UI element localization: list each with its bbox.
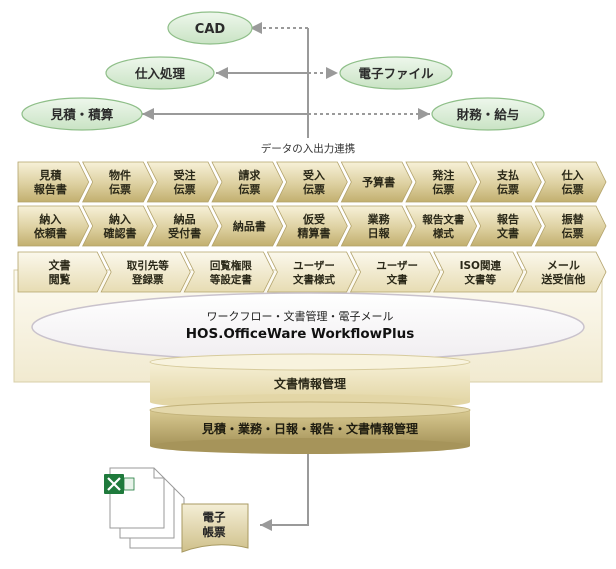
chevron-1-6-line-1: 予算書 [362, 175, 395, 189]
chevron-2-4-line-1: 納品書 [233, 219, 266, 233]
chevron-2-2-line-1: 納入 [109, 212, 131, 226]
chevron-3-5-line-2: 文書 [386, 273, 408, 286]
node-purchase-label: 仕入処理 [134, 66, 186, 81]
node-finance: 財務・給与 [431, 97, 545, 131]
chevron-1-1-line-1: 見積 [38, 168, 62, 182]
chevron-1-5-line-1: 受入 [303, 168, 325, 182]
excel-icon [104, 474, 135, 494]
node-finance-label: 財務・給与 [456, 107, 520, 122]
node-estimate: 見積・積算 [21, 97, 143, 131]
chevron-1-6: 予算書 [340, 161, 413, 203]
chevron-1-3-line-1: 受注 [174, 168, 196, 182]
chevron-2-7-line-1: 報告文書 [422, 213, 464, 226]
electronic-form-label-line2: 帳票 [203, 525, 226, 539]
chevron-1-7-line-2: 伝票 [432, 182, 454, 196]
chevron-2-5-line-1: 仮受 [302, 212, 325, 226]
chevron-2-5-line-2: 精算書 [298, 226, 331, 240]
chevron-2-6-line-1: 業務 [367, 212, 391, 226]
chevron-2-8-line-2: 文書 [497, 226, 519, 240]
connector-lines [142, 22, 430, 531]
chevron-1-4-line-1: 請求 [238, 168, 261, 182]
chevron-3-6-line-1: ISO関連 [460, 259, 502, 272]
chevron-2-6-line-2: 日報 [368, 226, 391, 240]
chevron-1-2-line-1: 物件 [109, 168, 131, 182]
chevron-2-7-line-2: 様式 [433, 227, 454, 240]
chevron-3-4-line-1: ユーザー [293, 260, 335, 272]
chevron-1-1-line-2: 報告書 [34, 182, 67, 196]
chevron-1-8-line-1: 支払 [496, 168, 519, 182]
chevron-3-3-line-2: 等設定書 [209, 273, 252, 286]
chevron-2-3-line-1: 納品 [174, 212, 196, 226]
chevron-3-4-line-2: 文書様式 [292, 273, 335, 286]
chevron-2-1-line-1: 納入 [39, 212, 61, 226]
chevron-2-8: 報告文書 [470, 205, 542, 247]
db-business-info: 見積・業務・日報・報告・文書情報管理 [149, 401, 471, 454]
chevron-3-7-line-1: メール [547, 259, 580, 272]
chevron-3-1-line-2: 閲覧 [49, 272, 71, 286]
io-label: データの入出力連携 [261, 142, 356, 155]
workflow-subtitle: ワークフロー・文書管理・電子メール [207, 309, 394, 323]
chevron-3-3-line-1: 回覧権限 [210, 259, 252, 272]
document-stack-icon [109, 467, 185, 549]
chevron-2-1-line-2: 依頼書 [34, 226, 67, 240]
workflow-hub: ワークフロー・文書管理・電子メール HOS.OfficeWare Workflo… [31, 292, 585, 362]
chevron-2-3-line-2: 受付書 [168, 226, 201, 240]
chevron-3-7-line-2: 送受信他 [540, 272, 585, 286]
chevron-2-2-line-2: 確認書 [104, 226, 137, 240]
chevron-2-9-line-2: 伝票 [562, 226, 584, 240]
chevron-2-9-line-1: 振替 [562, 212, 585, 226]
chevron-2-8-line-1: 報告 [497, 212, 519, 226]
node-cad: CAD [167, 11, 253, 45]
node-purchase: 仕入処理 [105, 56, 215, 90]
workflow-product-name: HOS.OfficeWare WorkflowPlus [186, 326, 415, 342]
electronic-form: 電子 帳票 [181, 503, 249, 553]
chevron-1-4-line-2: 伝票 [238, 182, 260, 196]
chevron-1-9-line-2: 伝票 [562, 182, 584, 196]
chevron-2-4: 納品書 [211, 205, 284, 247]
node-cad-label: CAD [195, 22, 226, 37]
chevron-1-8-line-2: 伝票 [497, 182, 519, 196]
db-business-info-label: 見積・業務・日報・報告・文書情報管理 [201, 421, 418, 436]
chevron-1-2-line-2: 伝票 [109, 182, 131, 196]
chevron-1-7-line-1: 発注 [431, 168, 454, 182]
electronic-form-label-line1: 電子 [203, 510, 226, 524]
chevron-3-6-line-2: 文書等 [464, 273, 497, 286]
node-estimate-label: 見積・積算 [50, 107, 114, 122]
chevron-1-5-line-2: 伝票 [303, 182, 325, 196]
node-e-file-label: 電子ファイル [358, 66, 434, 81]
form-link [260, 445, 309, 531]
chevron-3-1-line-1: 文書 [49, 258, 71, 272]
chevron-1-3-line-2: 伝票 [174, 182, 196, 196]
chevron-3-2-line-2: 登録票 [131, 273, 164, 286]
node-e-file: 電子ファイル [339, 56, 453, 90]
chevron-3-5-line-1: ユーザー [376, 260, 418, 272]
chevron-3-2-line-1: 取引先等 [127, 259, 169, 272]
db-document-info-label: 文書情報管理 [274, 376, 346, 391]
chevron-1-9-line-1: 仕入 [561, 168, 584, 182]
document-chevrons: 見積報告書物件伝票受注伝票請求伝票受入伝票予算書発注伝票支払伝票仕入伝票納入依頼… [17, 161, 607, 293]
